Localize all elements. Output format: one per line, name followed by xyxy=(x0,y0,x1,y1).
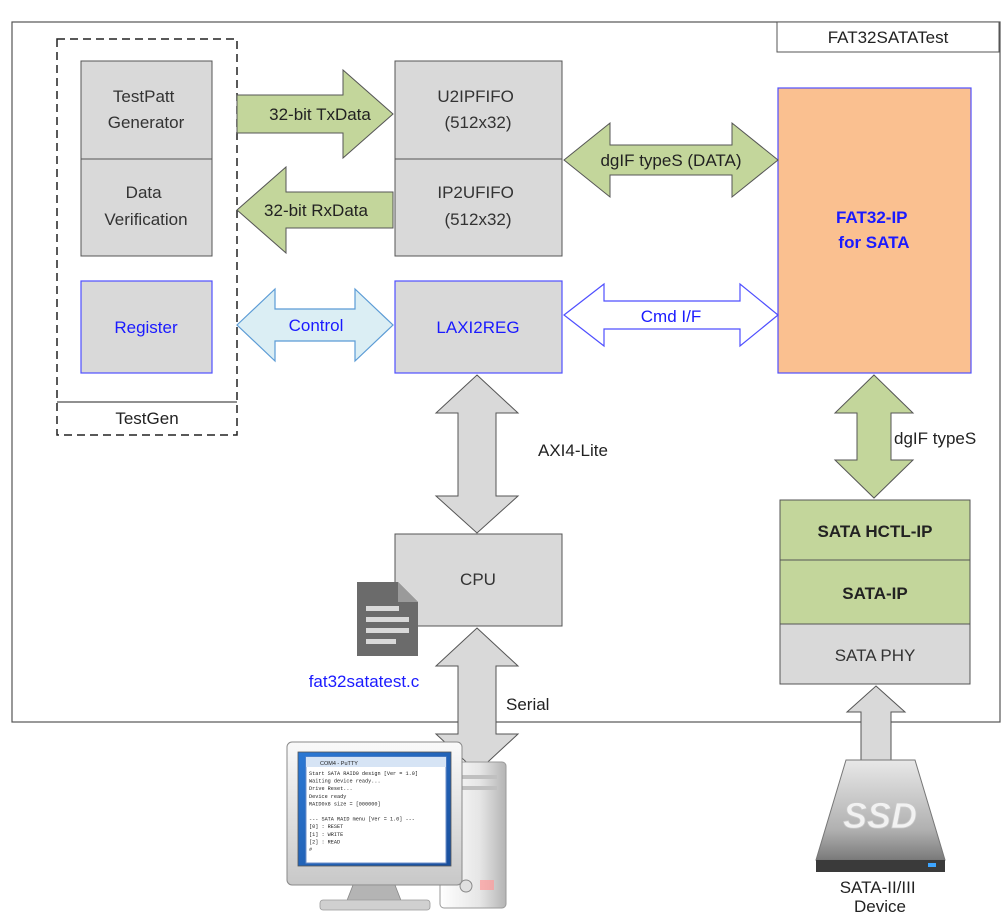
register-block xyxy=(80,280,213,374)
ip2u-fifo-block xyxy=(394,158,563,257)
u2ip-fifo-label: U2IPFIFO (512x32) xyxy=(437,87,518,132)
test-pattern-generator-block xyxy=(80,60,213,160)
terminal-line: Waiting device ready... xyxy=(309,779,381,785)
ssd-label: SSD xyxy=(843,795,917,836)
sata-hctl-ip-block xyxy=(779,499,971,561)
laxi2reg-block xyxy=(394,280,563,374)
computer-icon: COM4 - PuTTY Start SATA RAID0 design [Ve… xyxy=(286,741,507,911)
rx-data-arrow xyxy=(236,165,394,255)
cmd-if-arrow xyxy=(563,282,779,348)
data-if-arrow xyxy=(563,121,779,199)
tx-data-arrow xyxy=(236,68,394,160)
dgif-types-label: dgIF typeS xyxy=(894,429,976,448)
register-label: Register xyxy=(114,318,178,337)
data-verification-block xyxy=(80,158,213,257)
u2ip-fifo-block xyxy=(394,60,563,160)
terminal-output: Start SATA RAID0 design [Ver = 1.0] Waiti… xyxy=(309,771,418,853)
data-verification-label: Data Verification xyxy=(104,183,187,229)
terminal-window xyxy=(305,756,447,864)
system-title-box xyxy=(776,21,1000,53)
terminal-line: RAID0x8 size = [000000] xyxy=(309,801,381,807)
terminal-line: [0] : RESET xyxy=(309,824,343,830)
terminal-line: Drive Reset... xyxy=(309,786,353,792)
testgen-container xyxy=(56,38,238,436)
axi4-lite-label: AXI4-Lite xyxy=(538,441,608,460)
terminal-line: # xyxy=(309,847,312,853)
rx-data-label: 32-bit RxData xyxy=(264,201,368,220)
axi4-lite-arrow xyxy=(434,374,520,534)
control-arrow xyxy=(236,287,394,363)
cmd-if-label: Cmd I/F xyxy=(641,307,701,326)
terminal-title: COM4 - PuTTY xyxy=(320,761,358,767)
sata-phy-label: SATA PHY xyxy=(835,646,916,665)
dgif-types-arrow xyxy=(833,374,915,499)
terminal-line: --- SATA RAID menu [Ver = 1.0] --- xyxy=(309,817,415,823)
terminal-titlebar xyxy=(306,757,446,767)
source-file-label: fat32satatest.c xyxy=(309,672,420,691)
source-file-icon xyxy=(357,582,418,656)
system-title: FAT32SATATest xyxy=(828,28,949,47)
cpu-block xyxy=(394,533,563,627)
sata-phy-block xyxy=(779,623,971,685)
terminal-line: Start SATA RAID0 design [Ver = 1.0] xyxy=(309,771,418,777)
serial-label: Serial xyxy=(506,695,549,714)
sata-device-label: SATA-II/III Device xyxy=(840,878,921,913)
terminal-line: [2] : READ xyxy=(309,839,340,845)
ip2u-fifo-label: IP2UFIFO (512x32) xyxy=(437,183,518,229)
terminal-line: Device ready xyxy=(309,794,346,800)
terminal-line: [1] : WRITE xyxy=(309,832,343,838)
tx-data-label: 32-bit TxData xyxy=(269,105,371,124)
test-pattern-generator-label: TestPatt Generator xyxy=(108,87,185,132)
data-if-label: dgIF typeS (DATA) xyxy=(600,151,741,170)
laxi2reg-label: LAXI2REG xyxy=(436,318,519,337)
ssd-icon: SSD xyxy=(815,759,946,872)
sata-ip-block xyxy=(779,559,971,625)
testgen-title: TestGen xyxy=(115,409,178,428)
sata-hctl-ip-label: SATA HCTL-IP xyxy=(818,522,933,541)
fat32-ip-label: FAT32-IP for SATA xyxy=(836,208,912,252)
sata-ip-label: SATA-IP xyxy=(842,584,907,603)
control-label: Control xyxy=(289,316,344,335)
cpu-label: CPU xyxy=(460,570,496,589)
fat32-ip-block xyxy=(777,87,972,374)
